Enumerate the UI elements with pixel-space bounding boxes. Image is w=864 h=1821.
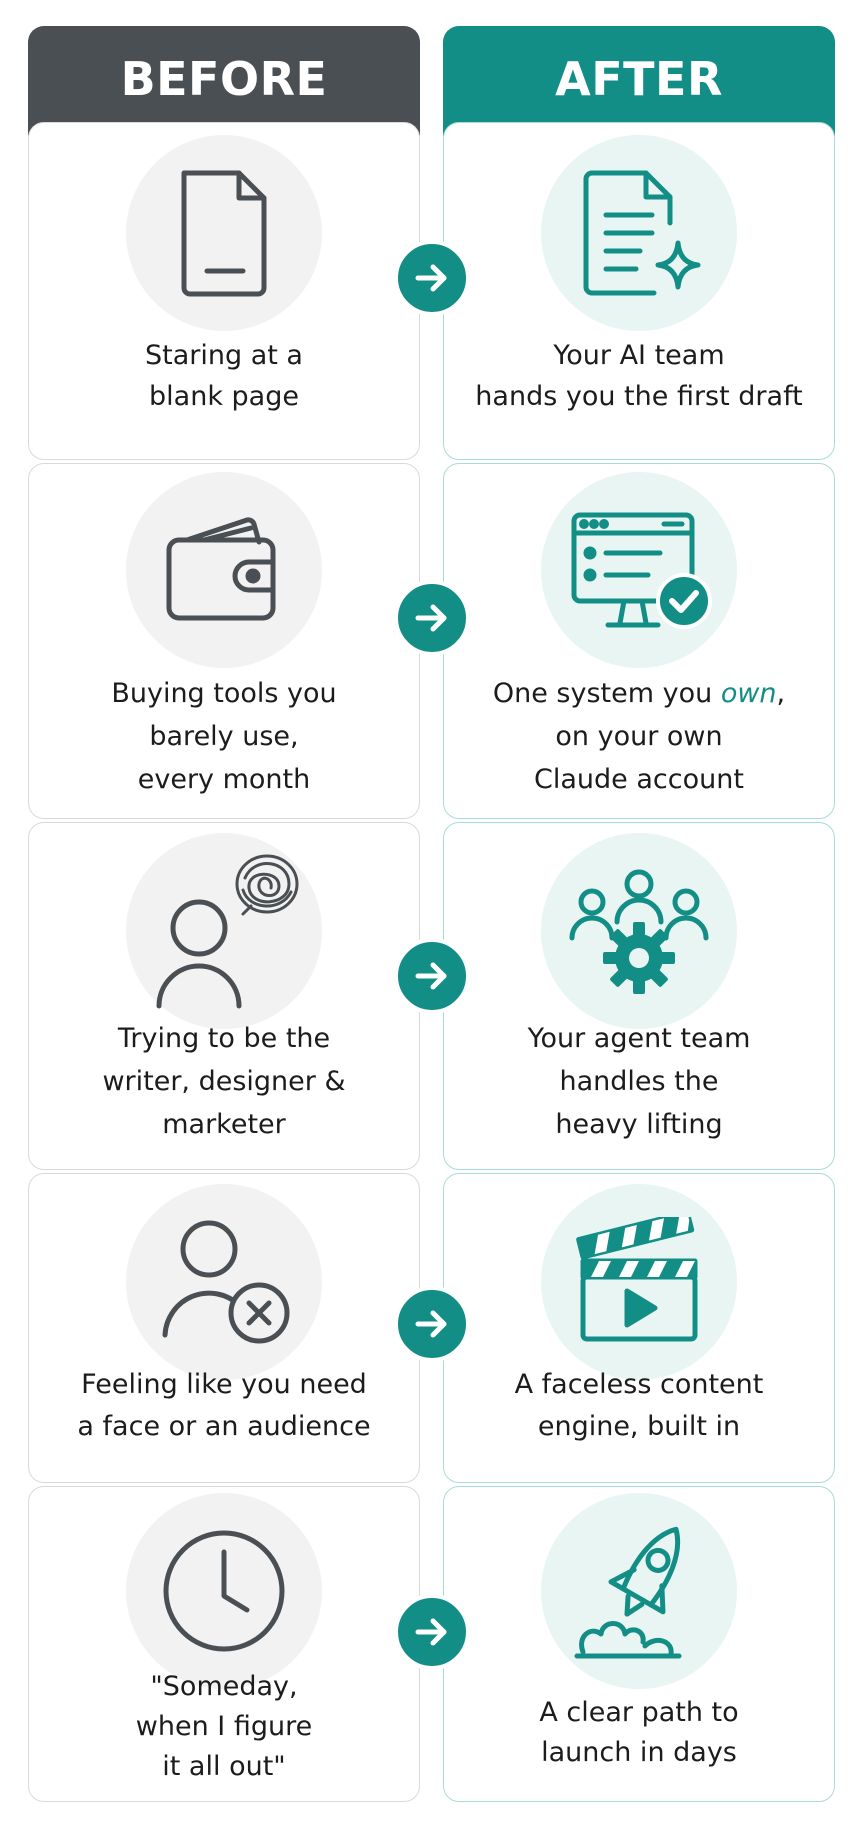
before-text: Staring at a blank page bbox=[29, 335, 419, 417]
text-line: Trying to be the bbox=[117, 1023, 331, 1054]
before-text: Buying tools you barely use, every month bbox=[29, 672, 419, 801]
before-card-2: Buying tools you barely use, every month bbox=[28, 463, 420, 819]
before-icon-circle bbox=[126, 1493, 322, 1689]
after-icon-circle bbox=[541, 1493, 737, 1689]
arrow-icon bbox=[394, 240, 470, 316]
before-text: Trying to be the writer, designer & mark… bbox=[29, 1017, 419, 1146]
arrow-icon bbox=[394, 1594, 470, 1670]
before-header: BEFORE bbox=[28, 26, 420, 136]
text-line: marketer bbox=[162, 1109, 286, 1140]
before-icon-circle bbox=[126, 135, 322, 331]
blank-page-icon bbox=[181, 170, 267, 297]
text-line: A faceless content bbox=[514, 1369, 764, 1400]
after-card-5: A clear path to launch in days bbox=[443, 1486, 835, 1802]
before-card-4: Feeling like you need a face or an audie… bbox=[28, 1173, 420, 1483]
text-line: it all out" bbox=[162, 1751, 286, 1782]
before-icon-circle bbox=[126, 833, 322, 1029]
after-card-4: A faceless content engine, built in bbox=[443, 1173, 835, 1483]
wallet-icon bbox=[166, 517, 276, 621]
after-icon-circle bbox=[541, 135, 737, 331]
text-line: Buying tools you bbox=[111, 678, 337, 709]
text-line: launch in days bbox=[541, 1737, 737, 1768]
text-line: barely use, bbox=[149, 721, 299, 752]
before-card-3: Trying to be the writer, designer & mark… bbox=[28, 822, 420, 1170]
text-line: heavy lifting bbox=[555, 1109, 723, 1140]
text-line: writer, designer & bbox=[102, 1066, 346, 1097]
after-header: AFTER bbox=[443, 26, 835, 136]
clock-icon bbox=[163, 1530, 285, 1652]
after-icon-circle bbox=[541, 833, 737, 1029]
person-x-icon bbox=[162, 1220, 290, 1344]
arrow-icon bbox=[394, 580, 470, 656]
after-card-1: Your AI team hands you the first draft bbox=[443, 122, 835, 460]
text-line: Your AI team bbox=[553, 340, 725, 371]
text-line: One system you own, bbox=[444, 672, 834, 715]
text-line: "Someday, bbox=[150, 1671, 298, 1702]
arrow-icon bbox=[394, 938, 470, 1014]
text-line: engine, built in bbox=[537, 1411, 741, 1442]
after-icon-circle bbox=[541, 472, 737, 668]
text-line: Feeling like you need bbox=[81, 1369, 367, 1400]
before-card-5: "Someday, when I figure it all out" bbox=[28, 1486, 420, 1802]
text-line: A clear path to bbox=[539, 1697, 739, 1728]
text-line: on your own bbox=[555, 721, 723, 752]
draft-document-sparkle-icon bbox=[583, 170, 701, 296]
after-text: Your agent team handles the heavy liftin… bbox=[444, 1017, 834, 1146]
text-line: every month bbox=[137, 764, 311, 795]
after-card-2: One system you own, on your own Claude a… bbox=[443, 463, 835, 819]
clapperboard-play-icon bbox=[576, 1217, 698, 1342]
after-icon-circle bbox=[541, 1184, 737, 1380]
text-line: Staring at a bbox=[145, 340, 303, 371]
before-icon-circle bbox=[126, 1184, 322, 1380]
rocket-icon bbox=[574, 1526, 682, 1659]
text-line: Your agent team bbox=[527, 1023, 751, 1054]
text-line: a face or an audience bbox=[77, 1411, 371, 1442]
arrow-icon bbox=[394, 1286, 470, 1362]
text-line: handles the bbox=[559, 1066, 719, 1097]
text-fragment: , bbox=[776, 678, 786, 709]
text-line: Claude account bbox=[534, 764, 744, 795]
text-line: blank page bbox=[149, 381, 299, 412]
after-card-3: Your agent team handles the heavy liftin… bbox=[443, 822, 835, 1170]
team-gear-icon bbox=[569, 869, 709, 994]
accent-word: own bbox=[720, 678, 777, 709]
text-line: when I figure bbox=[135, 1711, 313, 1742]
after-text: A clear path to launch in days bbox=[444, 1693, 834, 1773]
monitor-check-icon bbox=[571, 512, 712, 629]
text-line: hands you the first draft bbox=[475, 381, 803, 412]
after-text: Your AI team hands you the first draft bbox=[444, 335, 834, 417]
overwhelmed-person-icon bbox=[156, 854, 299, 1009]
after-text: One system you own, on your own Claude a… bbox=[444, 672, 834, 801]
before-text: "Someday, when I figure it all out" bbox=[29, 1667, 419, 1787]
before-card-1: Staring at a blank page bbox=[28, 122, 420, 460]
text-fragment: One system you bbox=[492, 678, 721, 709]
before-text: Feeling like you need a face or an audie… bbox=[29, 1364, 419, 1448]
before-icon-circle bbox=[126, 472, 322, 668]
after-text: A faceless content engine, built in bbox=[444, 1364, 834, 1448]
